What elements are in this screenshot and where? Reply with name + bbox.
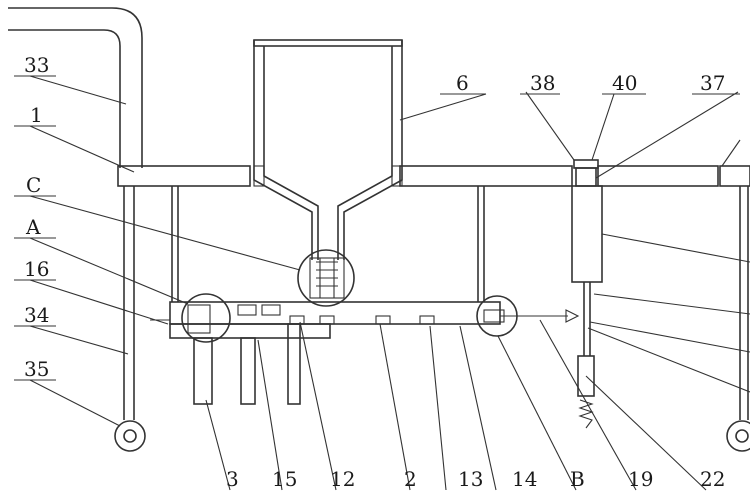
top-plate xyxy=(117,165,750,187)
label-b: B xyxy=(570,467,585,491)
valve-c xyxy=(297,249,355,307)
label-16: 16 xyxy=(24,257,49,281)
label-1: 1 xyxy=(30,103,43,127)
label-2: 2 xyxy=(404,467,417,491)
label-underlines xyxy=(14,75,740,381)
label-6: 6 xyxy=(456,71,469,95)
label-3: 3 xyxy=(226,467,239,491)
leader-lines xyxy=(29,75,750,491)
labels: 33 1 C A 16 34 35 6 38 40 37 3 15 12 2 1… xyxy=(24,53,725,491)
detail-a-circle xyxy=(181,293,231,343)
tubes xyxy=(193,323,301,405)
hopper xyxy=(253,39,403,260)
wheel-left xyxy=(114,420,146,452)
wheel-right xyxy=(726,420,750,452)
label-13: 13 xyxy=(458,467,483,491)
label-37: 37 xyxy=(700,71,725,95)
label-14: 14 xyxy=(512,467,537,491)
label-19: 19 xyxy=(628,467,653,491)
label-40: 40 xyxy=(612,71,637,95)
label-15: 15 xyxy=(272,467,297,491)
handle-pipe xyxy=(8,7,143,168)
support-posts xyxy=(171,186,485,302)
sliding-plate xyxy=(150,301,501,339)
label-a: A xyxy=(25,215,41,239)
label-35: 35 xyxy=(24,357,49,381)
label-22: 22 xyxy=(700,467,725,491)
label-12: 12 xyxy=(330,467,355,491)
label-34: 34 xyxy=(24,303,49,327)
label-c: C xyxy=(26,173,41,197)
label-38: 38 xyxy=(530,71,555,95)
detail-b xyxy=(476,295,580,337)
label-33: 33 xyxy=(24,53,49,77)
